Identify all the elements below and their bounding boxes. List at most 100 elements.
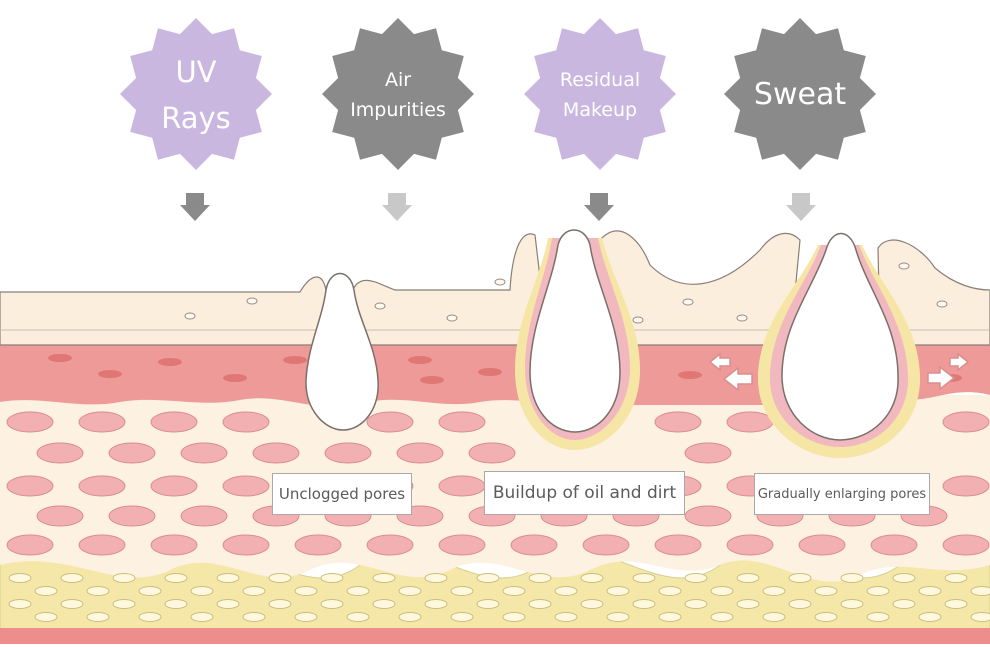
dermis-cell (108, 505, 156, 527)
dermis-cell (654, 411, 702, 433)
fat-cell (788, 573, 812, 583)
dermis-cell (942, 411, 990, 433)
badge-star-shape (322, 18, 474, 170)
arrow-left-icon (708, 352, 731, 372)
dermis-cell (798, 534, 846, 556)
bottom-band (0, 628, 990, 644)
fat-cell (60, 599, 84, 609)
fat-cell (970, 612, 990, 622)
fat-cell (944, 599, 968, 609)
badge-line-2: Impurities (350, 99, 446, 121)
down-arrow-icon (180, 193, 210, 221)
dermis-cell (150, 411, 198, 433)
dermis-cell (582, 534, 630, 556)
fat-cell (710, 586, 734, 596)
fat-cell (918, 586, 942, 596)
dermis-cell (510, 534, 558, 556)
expansion-arrows (708, 352, 970, 392)
dermis-cell (150, 534, 198, 556)
dermis-cell (438, 475, 486, 497)
fat-cell (580, 573, 604, 583)
fat-cell (892, 573, 916, 583)
dermis-cell (252, 442, 300, 464)
fat-cells (8, 573, 990, 622)
fat-cell (554, 612, 578, 622)
fat-cell (606, 586, 630, 596)
fat-cell (346, 612, 370, 622)
fat-cell (320, 599, 344, 609)
fat-cell (866, 612, 890, 622)
dermis-cell (78, 411, 126, 433)
badge-line-1: UV (175, 55, 216, 89)
fat-cell (424, 599, 448, 609)
fat-cell (34, 586, 58, 596)
fat-cell (294, 586, 318, 596)
fat-cell (112, 599, 136, 609)
dermis-cell (180, 505, 228, 527)
label-enlarging-pores: Gradually enlarging pores (754, 473, 930, 515)
fat-cell (216, 599, 240, 609)
dermis-cell (684, 505, 732, 527)
fat-cell (112, 573, 136, 583)
fat-cell (840, 599, 864, 609)
fat-cell (892, 599, 916, 609)
dermis-cell (6, 475, 54, 497)
fat-cell (190, 586, 214, 596)
fat-cell (502, 586, 526, 596)
dermis-cell (180, 442, 228, 464)
dermis-cell (294, 534, 342, 556)
down-arrow-icon (382, 193, 412, 221)
fat-cell (164, 573, 188, 583)
dermis-cell (78, 534, 126, 556)
fat-cell (450, 586, 474, 596)
fat-cell (424, 573, 448, 583)
dermis-cell (942, 475, 990, 497)
cause-badge: UV Rays (120, 18, 272, 170)
fat-cell (632, 573, 656, 583)
fat-cell (60, 573, 84, 583)
fat-cell (736, 599, 760, 609)
fat-cell (762, 586, 786, 596)
arrow-left-icon (722, 366, 753, 392)
fat-cell (164, 599, 188, 609)
dermis-cell (36, 442, 84, 464)
fat-cell (294, 612, 318, 622)
fat-cell (606, 612, 630, 622)
pore-unclogged (305, 272, 379, 431)
fat-cell (658, 612, 682, 622)
fat-cell (632, 599, 656, 609)
fat-cell (502, 612, 526, 622)
fat-cell (268, 573, 292, 583)
fat-cell (138, 612, 162, 622)
fat-cell (580, 599, 604, 609)
fat-cell (372, 599, 396, 609)
fat-cell (8, 573, 32, 583)
epidermis-layer-3 (599, 230, 801, 346)
fat-cell (320, 573, 344, 583)
cause-badge: Sweat (724, 18, 876, 170)
fat-cell (86, 612, 110, 622)
dermis-cell (222, 534, 270, 556)
fat-cell (944, 573, 968, 583)
fat-cell (762, 612, 786, 622)
fat-cell (840, 573, 864, 583)
fat-cell (710, 612, 734, 622)
label-unclogged-pores: Unclogged pores (272, 473, 412, 515)
dermis-cell (222, 475, 270, 497)
fat-cell (190, 612, 214, 622)
fat-cell (242, 612, 266, 622)
dermis-cell (366, 411, 414, 433)
fat-cell (398, 586, 422, 596)
epidermis-layer-2 (351, 233, 549, 346)
dermis-cell (942, 534, 990, 556)
dermis-cell (684, 442, 732, 464)
down-arrows (180, 193, 816, 221)
badge-line-2: Rays (161, 101, 231, 135)
fat-cell (476, 599, 500, 609)
dermis-cell (150, 475, 198, 497)
dermis-cell (78, 475, 126, 497)
fat-cell (528, 573, 552, 583)
